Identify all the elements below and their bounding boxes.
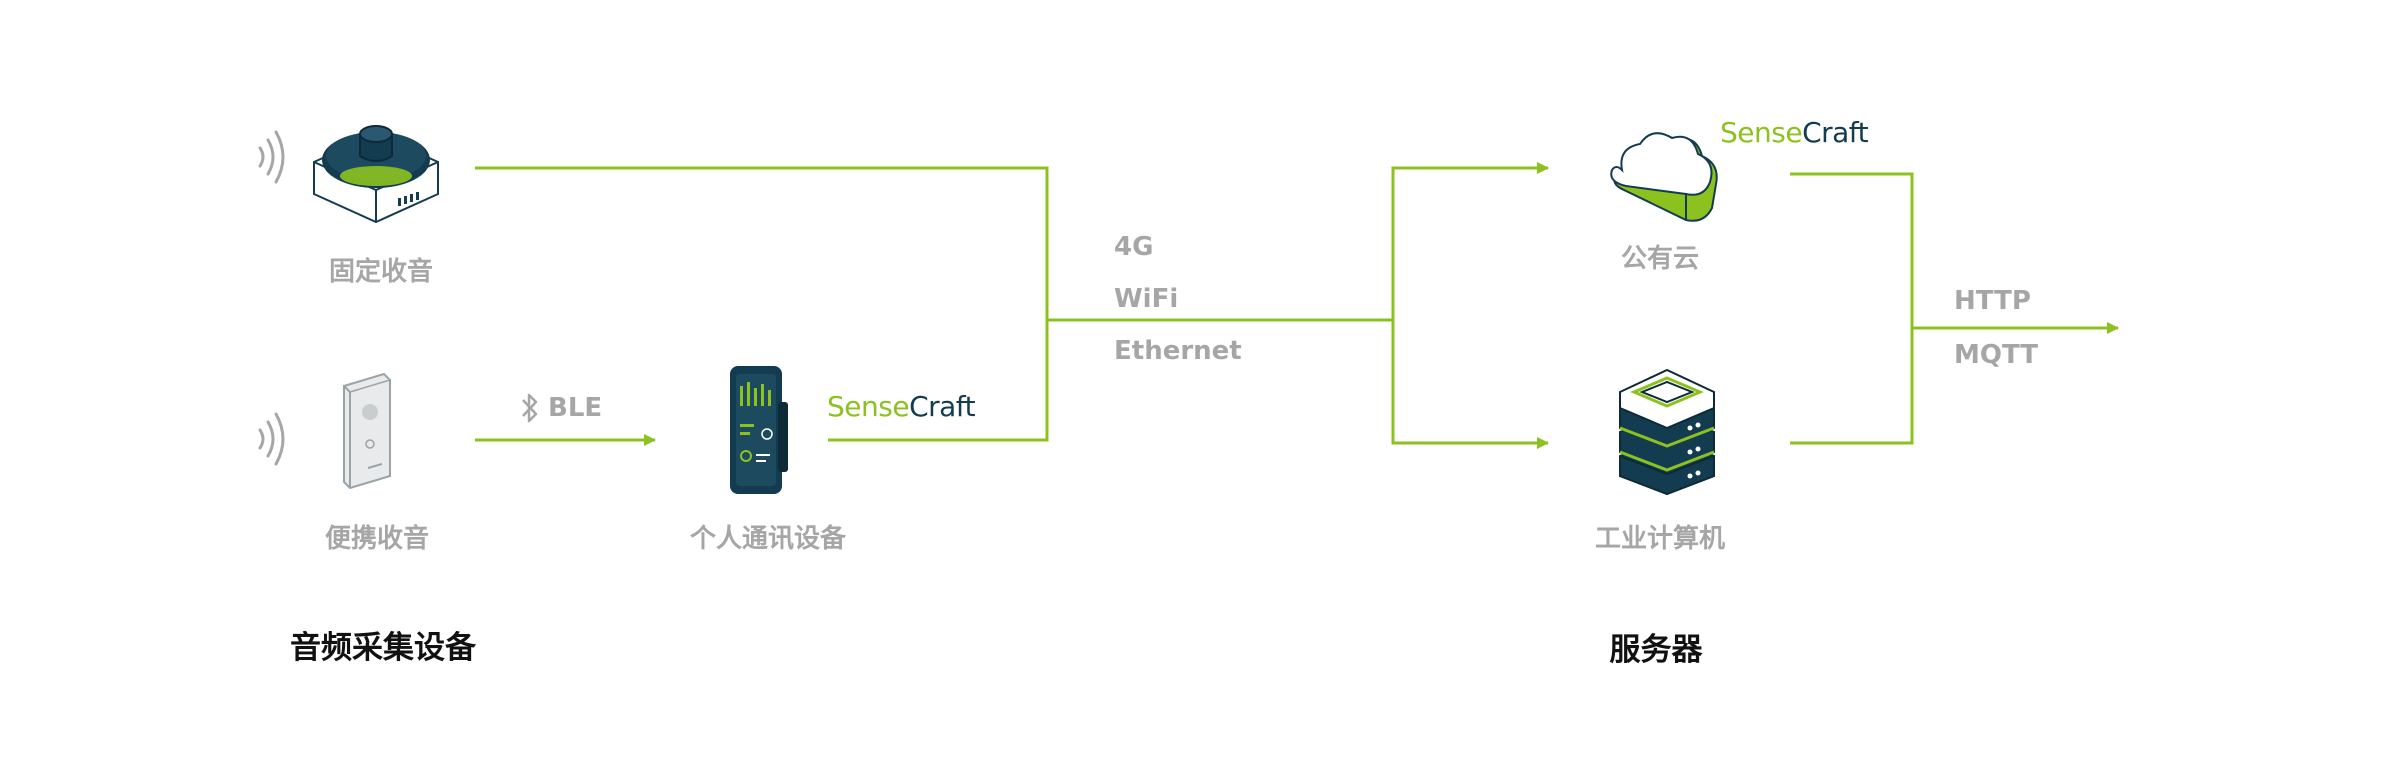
server-stack-icon [1619, 368, 1715, 496]
portable-recorder-icon [343, 372, 391, 490]
brand-logo: SenseCraft [827, 390, 976, 423]
line-fixed-to-hub [475, 166, 1049, 320]
ble-link-label: BLE [520, 390, 602, 426]
wifi-signal-icon [258, 130, 285, 184]
section-title-audio-devices: 音频采集设备 [290, 630, 476, 666]
network-label-wifi: WiFi [1114, 284, 1179, 314]
protocol-label-mqtt: MQTT [1954, 340, 2039, 370]
section-title-servers: 服务器 [1609, 632, 1703, 668]
node-label-portable-mic: 便携收音 [324, 524, 430, 554]
bluetooth-icon [522, 393, 538, 423]
line-phone-to-hub [828, 320, 1049, 442]
wifi-signal-icon [258, 412, 285, 466]
node-label-industrial-pc: 工业计算机 [1594, 524, 1726, 554]
smart-speaker-icon [313, 125, 439, 224]
node-label-fixed-mic: 固定收音 [328, 257, 434, 287]
line-cloud-out [1790, 172, 1914, 328]
network-label-4g: 4G [1114, 232, 1154, 262]
line-to-cloud [1391, 162, 1549, 320]
line-server-out [1790, 328, 1914, 445]
cloud-icon [1610, 132, 1718, 222]
network-label-ethernet: Ethernet [1114, 336, 1242, 366]
protocol-label-http: HTTP [1954, 286, 2031, 316]
node-label-personal-device: 个人通讯设备 [689, 524, 847, 554]
smartphone-icon [730, 366, 788, 494]
node-label-public-cloud: 公有云 [1620, 244, 1700, 274]
brand-logo: SenseCraft [1720, 116, 1869, 149]
line-to-server [1391, 320, 1549, 449]
